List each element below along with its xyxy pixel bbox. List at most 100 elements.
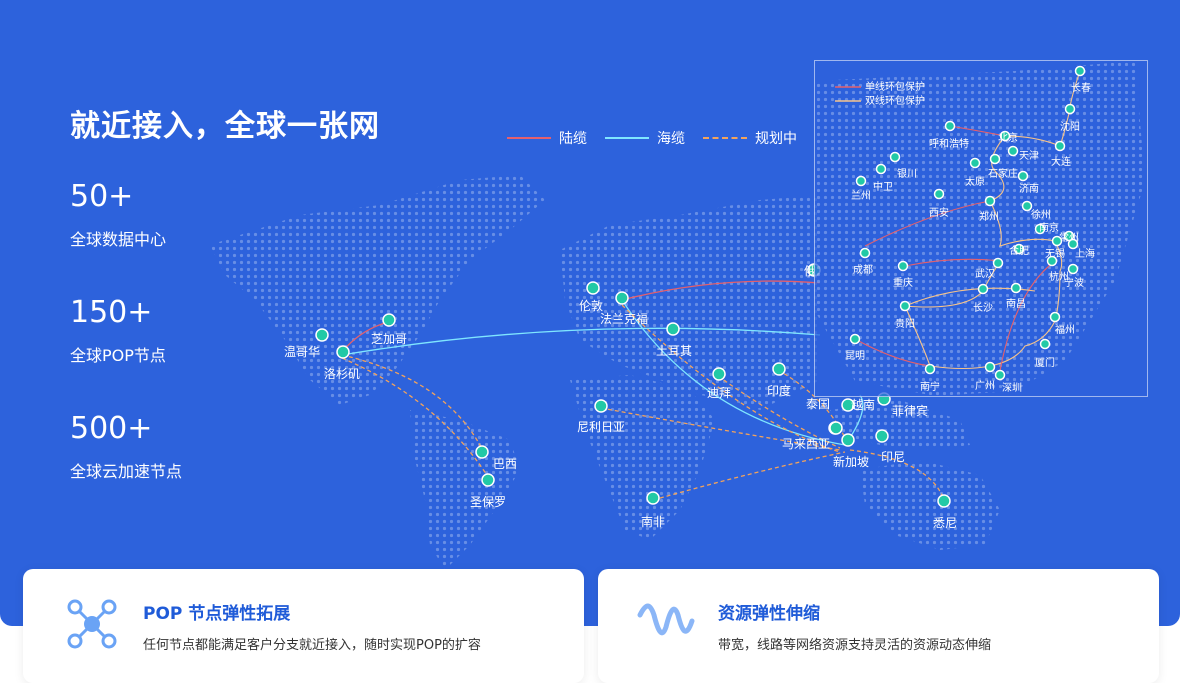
- china-land-shape: [815, 61, 1145, 396]
- node-pin-icon: [1034, 223, 1046, 235]
- node-label: 温哥华: [284, 345, 320, 359]
- node-pin-icon: [989, 153, 1001, 165]
- stat-label: 全球云加速节点: [70, 462, 183, 481]
- stat-value: 150+: [70, 295, 153, 330]
- node-pin-icon: [849, 333, 861, 345]
- node-marker: 郑州: [979, 195, 999, 223]
- node-marker: 南京: [1034, 221, 1059, 235]
- node-pin-icon: [1010, 282, 1022, 294]
- node-pin-icon: [875, 163, 887, 175]
- node-label: 宁波: [1064, 276, 1084, 289]
- node-marker: 太原: [965, 157, 985, 188]
- node-pin-icon: [1049, 311, 1061, 323]
- stat-data-centers: 50+ 全球数据中心: [70, 180, 166, 250]
- node-marker: 天津: [1007, 145, 1039, 162]
- node-label: 法兰克福: [600, 311, 648, 326]
- node-marker: 武汉: [975, 257, 1004, 280]
- world-map: 温哥华芝加哥洛杉矶巴西圣保罗伦敦法兰克福土耳其迪拜印度尼利日亚南非泰国越南菲律宾…: [210, 175, 1000, 570]
- node-marker: 南昌: [1006, 282, 1026, 310]
- inset-node-markers: 长春沈阳大连北京天津呼和浩特石家庄银川太原济南中卫兰州西安郑州徐州南京常州合肥无…: [845, 65, 1095, 394]
- node-label: 南宁: [920, 380, 940, 393]
- node-label: 迪拜: [707, 386, 731, 400]
- inset-route: [989, 135, 1006, 202]
- node-label: 越南: [851, 397, 875, 412]
- legend-label: 海缆: [657, 131, 685, 147]
- node-label: 银川: [897, 167, 917, 180]
- map-legend: 陆缆 海缆 规划中: [507, 128, 797, 148]
- node-pin-icon: [772, 362, 786, 376]
- planned-route: [600, 407, 841, 451]
- node-pin-icon: [1074, 65, 1086, 77]
- land-cable-route: [621, 280, 821, 301]
- node-pin-icon: [1046, 255, 1058, 267]
- node-label: 南京: [1039, 221, 1059, 234]
- node-pin-icon: [889, 151, 901, 163]
- north-america-shape: [210, 175, 545, 405]
- node-marker: 广州: [975, 361, 996, 392]
- sea-cable-route: [341, 327, 821, 356]
- node-marker: 昆明: [845, 333, 865, 362]
- node-pin-icon: [1021, 200, 1033, 212]
- node-pin-icon: [992, 257, 1004, 269]
- node-pin-icon: [859, 247, 871, 259]
- node-label: 武汉: [975, 267, 995, 280]
- card-description: 带宽，线路等网络资源支持灵活的资源动态伸缩: [718, 638, 992, 653]
- inset-route: [904, 258, 1001, 267]
- africa-shape: [570, 375, 715, 540]
- node-marker: 长沙: [973, 283, 993, 314]
- node-pin-icon: [594, 399, 608, 413]
- node-label: 尼利日亚: [577, 420, 625, 434]
- node-label: 沈阳: [1060, 120, 1080, 133]
- node-pin-icon: [969, 157, 981, 169]
- node-marker: 新加坡: [833, 433, 869, 469]
- node-marker: 土耳其: [656, 322, 692, 358]
- node-pin-icon: [1054, 140, 1066, 152]
- node-pin-icon: [382, 313, 396, 327]
- node-pin-icon: [1064, 103, 1076, 115]
- inset-route: [989, 270, 1061, 367]
- node-pin-icon: [712, 367, 726, 381]
- inset-route: [999, 260, 1056, 372]
- node-marker: 越南: [841, 397, 875, 412]
- card-title: POP 节点弹性拓展: [143, 604, 291, 624]
- node-pin-icon: [977, 283, 989, 295]
- node-marker: 杭州: [1046, 255, 1069, 283]
- planned-route: [849, 449, 945, 501]
- node-pin-icon: [937, 494, 951, 508]
- node-label: 杭州: [1049, 270, 1069, 283]
- node-pin-icon: [1007, 145, 1019, 157]
- inset-legend-label: 单线环包保护: [865, 80, 925, 93]
- node-label: 圣保罗: [470, 495, 506, 509]
- node-label: 洛杉矶: [324, 366, 360, 381]
- node-label: 合肥: [1009, 244, 1029, 257]
- node-pin-icon: [841, 398, 855, 412]
- inset-route: [989, 200, 1056, 247]
- node-label: 呼和浩特: [929, 138, 969, 150]
- stat-pop-nodes: 150+ 全球POP节点: [70, 296, 166, 366]
- node-label: 土耳其: [656, 344, 692, 358]
- node-pin-icon: [315, 328, 329, 342]
- node-pin-icon: [481, 473, 495, 487]
- wave-elastic-icon: [636, 601, 696, 649]
- card-pop-expansion: POP 节点弹性拓展 任何节点都能满足客户分支就近接入，随时实现POP的扩容: [23, 569, 584, 683]
- node-pin-icon: [994, 369, 1006, 381]
- node-label: 重庆: [893, 276, 913, 289]
- node-marker: 尼利日亚: [577, 399, 625, 434]
- node-pin-icon: [924, 363, 936, 375]
- node-marker: 大连: [1051, 140, 1071, 168]
- china-network-inset: 单线环包保护 双线环包保护 长春沈阳大连北京天津呼和浩特石家庄银川太原济南中卫: [814, 60, 1148, 397]
- legend-item-planned: 规划中: [703, 128, 797, 148]
- node-label: 新加坡: [833, 454, 869, 469]
- node-label: 中卫: [873, 180, 893, 193]
- node-label: 悉尼: [933, 516, 957, 530]
- node-marker: 北京: [998, 130, 1018, 144]
- sea-cable-route: [621, 299, 846, 446]
- node-marker: 上海: [1067, 238, 1095, 260]
- node-pin-icon: [841, 433, 855, 447]
- node-marker: 贵阳: [895, 300, 915, 330]
- node-label: 印尼: [881, 450, 905, 464]
- node-label: 芝加哥: [371, 331, 407, 346]
- node-label: 泰国: [806, 397, 830, 411]
- card-title: 资源弹性伸缩: [718, 604, 820, 624]
- node-pin-icon: [1039, 338, 1051, 350]
